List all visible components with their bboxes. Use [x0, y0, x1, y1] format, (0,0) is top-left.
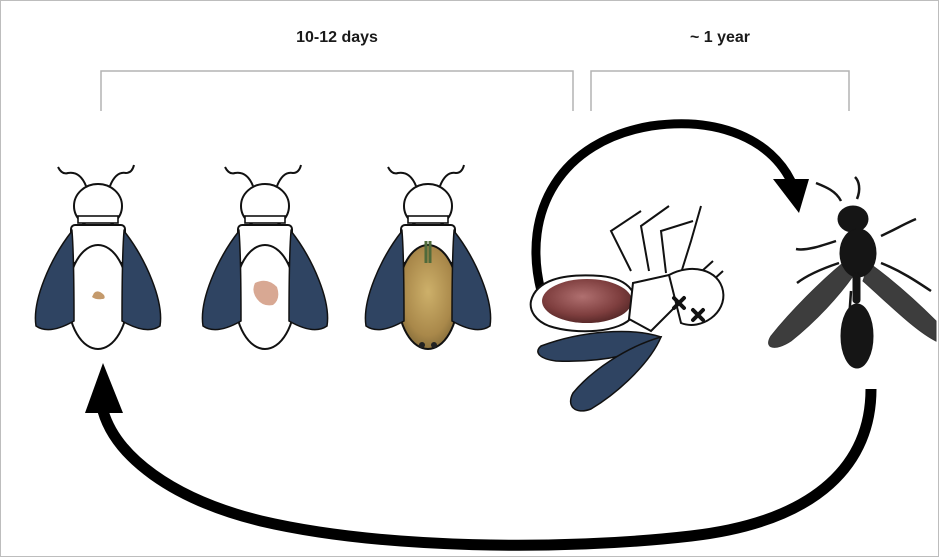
- emergence-arrow: [536, 124, 791, 291]
- bee-with-pupa-icon: [365, 165, 490, 349]
- development-bracket: [101, 71, 573, 111]
- emergence-arrowhead: [773, 179, 809, 213]
- return-arrow: [103, 389, 871, 545]
- dead-bee-marked-x-icon: [531, 206, 724, 411]
- adult-duration-label: ~ 1 year: [690, 29, 750, 47]
- return-arrowhead: [85, 363, 123, 413]
- development-duration-label: 10-12 days: [296, 29, 378, 47]
- adult-bracket: [591, 71, 849, 111]
- bee-with-larva-icon: [202, 165, 327, 349]
- bee-with-egg-icon: [35, 165, 160, 349]
